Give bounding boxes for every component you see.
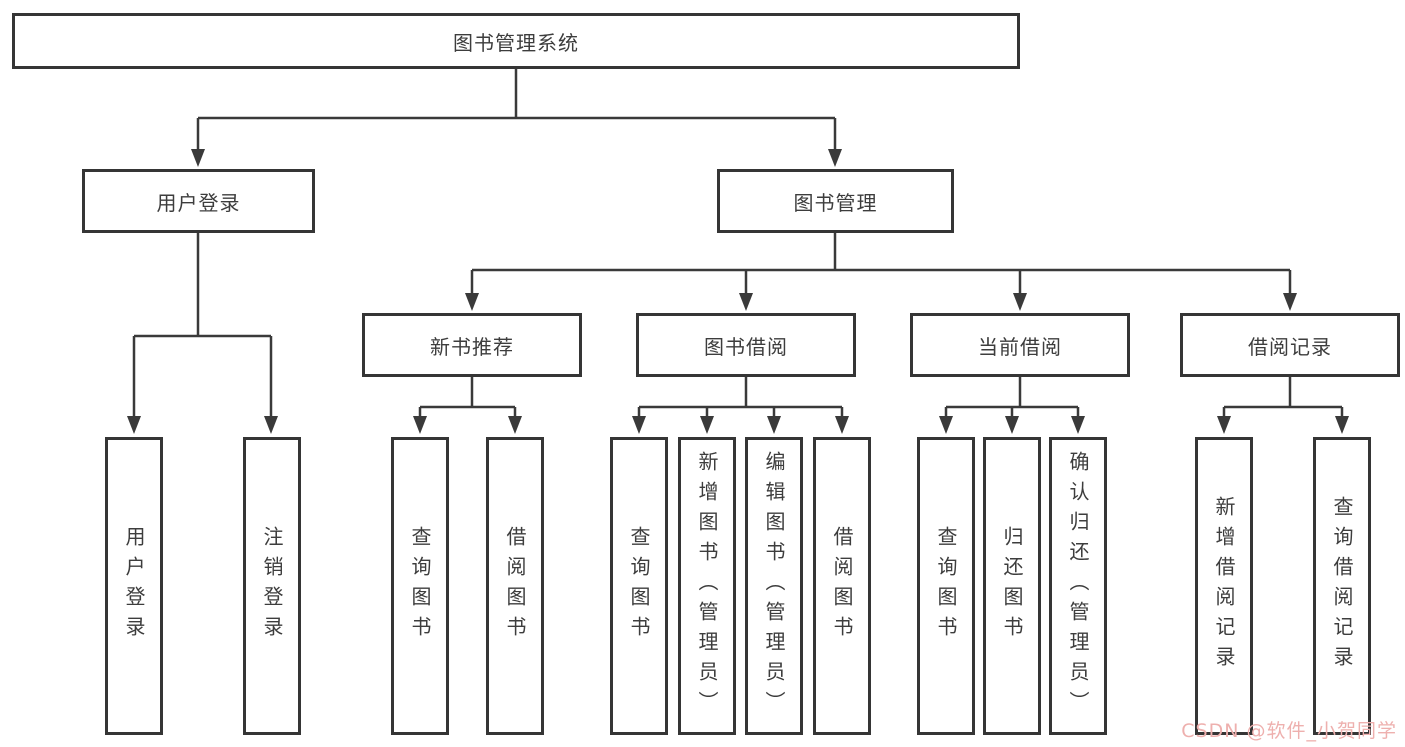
- node-new-book-recommend-label: 新书推荐: [430, 334, 514, 359]
- node-current-borrow: 当前借阅: [910, 313, 1130, 377]
- leaf-label: 新增借阅记录: [1212, 496, 1236, 676]
- leaf-borrow-books-recommend: 借阅图书: [486, 437, 544, 735]
- leaf-query-books-current: 查询图书: [917, 437, 975, 735]
- leaf-label: 借阅图书: [830, 526, 854, 646]
- leaf-label: 用户登录: [122, 526, 146, 646]
- leaf-label: 借阅图书: [503, 526, 527, 646]
- node-book-management: 图书管理: [717, 169, 954, 233]
- leaf-label: 查询图书: [627, 526, 651, 646]
- leaf-label: 归还图书: [1000, 526, 1024, 646]
- node-book-borrow: 图书借阅: [636, 313, 856, 377]
- leaf-label: 查询借阅记录: [1330, 496, 1354, 676]
- node-borrow-records-label: 借阅记录: [1248, 334, 1332, 359]
- node-new-book-recommend: 新书推荐: [362, 313, 582, 377]
- leaf-add-books-admin: 新增图书（管理员）: [678, 437, 736, 735]
- node-book-management-label: 图书管理: [793, 190, 878, 215]
- leaf-user-login: 用户登录: [105, 437, 163, 735]
- node-library-system-label: 图书管理系统: [453, 30, 579, 55]
- node-book-borrow-label: 图书借阅: [704, 334, 788, 359]
- leaf-edit-books-admin: 编辑图书（管理员）: [745, 437, 803, 735]
- leaf-label: 编辑图书（管理员）: [762, 451, 786, 721]
- leaf-label: 注销登录: [260, 526, 284, 646]
- leaf-label: 查询图书: [408, 526, 432, 646]
- leaf-add-borrow-record: 新增借阅记录: [1195, 437, 1253, 735]
- leaf-return-books: 归还图书: [983, 437, 1041, 735]
- leaf-label: 查询图书: [934, 526, 958, 646]
- node-library-system: 图书管理系统: [12, 13, 1020, 69]
- node-user-login: 用户登录: [82, 169, 315, 233]
- leaf-label: 新增图书（管理员）: [695, 451, 719, 721]
- node-borrow-records: 借阅记录: [1180, 313, 1400, 377]
- leaf-query-books-recommend: 查询图书: [391, 437, 449, 735]
- node-user-login-label: 用户登录: [156, 190, 241, 215]
- leaf-query-borrow-record: 查询借阅记录: [1313, 437, 1371, 735]
- leaf-confirm-return-admin: 确认归还（管理员）: [1049, 437, 1107, 735]
- leaf-borrow-books: 借阅图书: [813, 437, 871, 735]
- leaf-logout: 注销登录: [243, 437, 301, 735]
- node-current-borrow-label: 当前借阅: [978, 334, 1062, 359]
- leaf-query-books-borrow: 查询图书: [610, 437, 668, 735]
- leaf-label: 确认归还（管理员）: [1066, 451, 1090, 721]
